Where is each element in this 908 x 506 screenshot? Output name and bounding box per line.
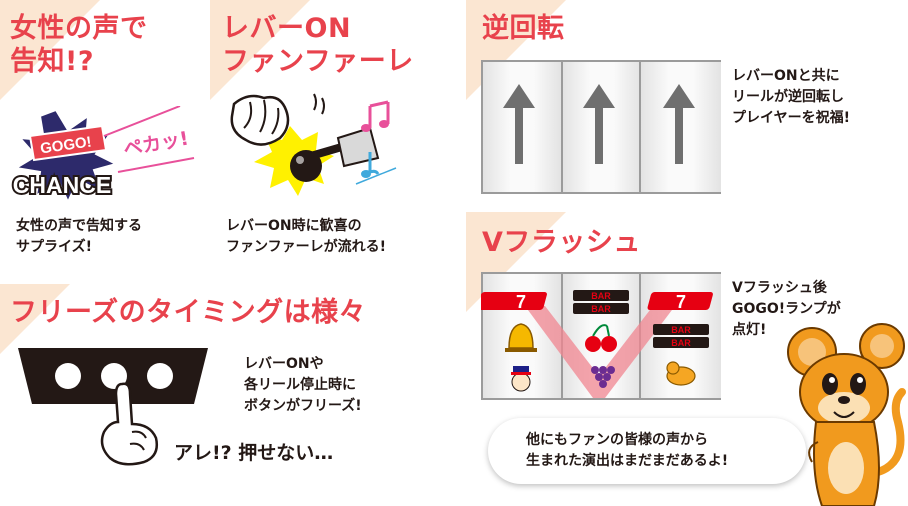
lever-ball [290,150,322,182]
mascot-eye-right [850,373,866,395]
corner-decoration [0,0,100,100]
mascot-eye-left [822,373,838,395]
stop-buttons-illustration [18,348,208,466]
footer-bubble: 他にもファンの皆様の声から 生まれた演出はまだまだあるよ! [488,418,806,484]
lever-base [336,126,380,168]
pink-line [103,106,181,137]
uncle-sam-icon [511,366,531,392]
grape-icon [591,366,615,388]
bell-icon [505,323,537,352]
fanfare-description: レバーON時に歓喜の ファンファーレが流れる! [226,218,386,255]
up-arrows [503,84,695,164]
reverse-description: レバーONと共に リールが逆回転し プレイヤーを祝福! [732,68,850,126]
bar-icon: BAR [653,324,709,335]
svg-text:BAR: BAR [671,338,691,348]
bar-icon: BAR [573,290,629,301]
svg-text:BAR: BAR [591,304,611,314]
voice-description: 女性の声で告知する サプライズ! [16,218,142,255]
reverse-title: 逆回転 [482,13,565,44]
svg-text:BAR: BAR [591,291,611,301]
fist-icon [230,94,290,146]
bar-icon: BAR [653,337,709,348]
cherry-icon [585,324,617,352]
fanfare-title: レバーON ファンファーレ [222,13,414,77]
sfx-text: ペカッ! [122,127,190,160]
footer-text: 他にもファンの皆様の声から 生まれた演出はまだまだあるよ! [526,432,729,469]
up-arrow-icon [583,84,615,164]
corner-decoration [0,284,70,354]
stop-button-center [101,363,127,389]
bar-icon: BAR [573,303,629,314]
stop-button-right [147,363,173,389]
chance-text: CHANCE [13,172,111,198]
svg-text:7: 7 [676,292,686,312]
freeze-title: フリーズのタイミングは様々 [10,297,367,328]
chick-icon [666,361,696,386]
vflash-title: Vフラッシュ [482,227,641,258]
gogo-banner [28,124,108,162]
corner-decoration [210,0,310,100]
gogo-chance-logo: GOGO! CHANCE ペカッ! [11,106,195,205]
voice-title: 女性の声で 告知!? [10,13,148,77]
freeze-exclaim: アレ!? 押せない… [174,442,334,464]
lever-illustration [230,93,397,196]
up-arrow-icon [503,84,535,164]
mascot-tail [874,388,906,476]
up-arrow-icon [663,84,695,164]
vflash-symbols: 7 BAR BAR 7 BAR BAR [481,290,713,398]
v-flash-shape [525,306,675,398]
stop-button-left [55,363,81,389]
seven-icon: 7 [647,292,713,312]
freeze-description: レバーONや 各リール停止時に ボタンがフリーズ! [244,356,362,414]
svg-text:BAR: BAR [671,325,691,335]
pink-line [117,157,195,173]
pointing-hand-icon [100,382,158,466]
seven-icon: 7 [481,292,547,312]
mascot-mouse [787,323,906,506]
svg-text:7: 7 [516,292,526,312]
vflash-description: Vフラッシュ後 GOGO!ランプが 点灯! [732,280,841,338]
